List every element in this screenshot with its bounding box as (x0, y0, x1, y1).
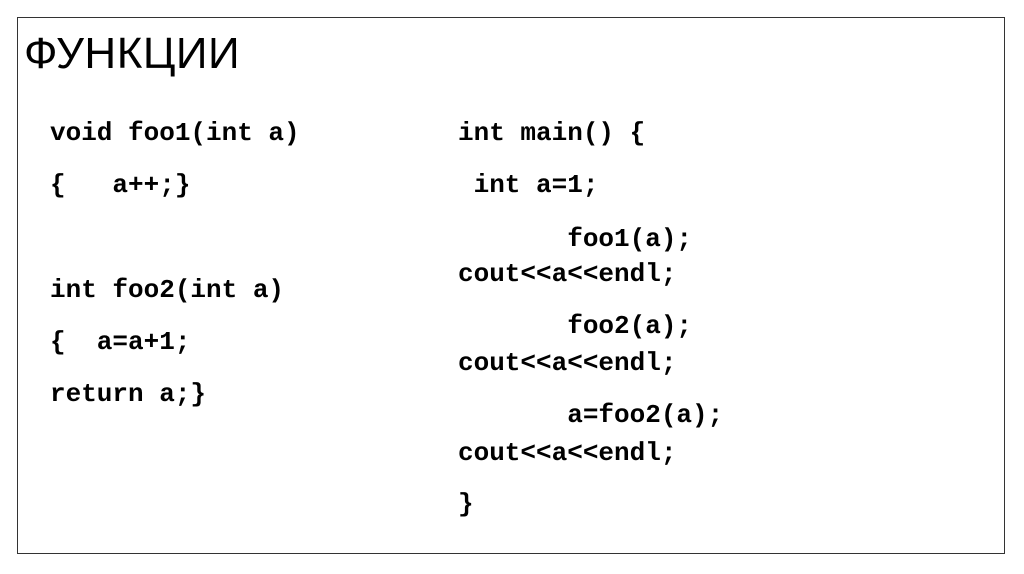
code-line-cout-2: cout<<a<<endl; (458, 348, 677, 378)
right-code-block: int main() { int a=1; foo1(a); cout<<a<<… (458, 0, 998, 574)
left-code-block: void foo1(int a) { a++;} int foo2(int a)… (50, 0, 430, 574)
code-line-cout-3: cout<<a<<endl; (458, 438, 677, 468)
code-line-foo2-body: { a=a+1; (50, 327, 191, 357)
code-line-foo2-return: return a;} (50, 379, 207, 409)
code-line-foo2-signature: int foo2(int a) (50, 275, 285, 305)
code-line-foo1-signature: void foo1(int a) (50, 118, 300, 148)
code-line-call-foo2: foo2(a); (458, 311, 693, 341)
code-line-assign-foo2: a=foo2(a); (458, 400, 724, 430)
slide-title: ФУНКЦИИ (24, 29, 241, 78)
code-line-main-signature: int main() { (458, 118, 646, 148)
code-line-declare-a: int a=1; (458, 170, 599, 200)
code-line-closing-brace: } (458, 489, 474, 519)
code-line-foo1-body: { a++;} (50, 170, 191, 200)
code-line-call-foo1: foo1(a); (458, 224, 693, 254)
code-line-cout-1: cout<<a<<endl; (458, 259, 677, 289)
slide-frame (17, 17, 1005, 554)
